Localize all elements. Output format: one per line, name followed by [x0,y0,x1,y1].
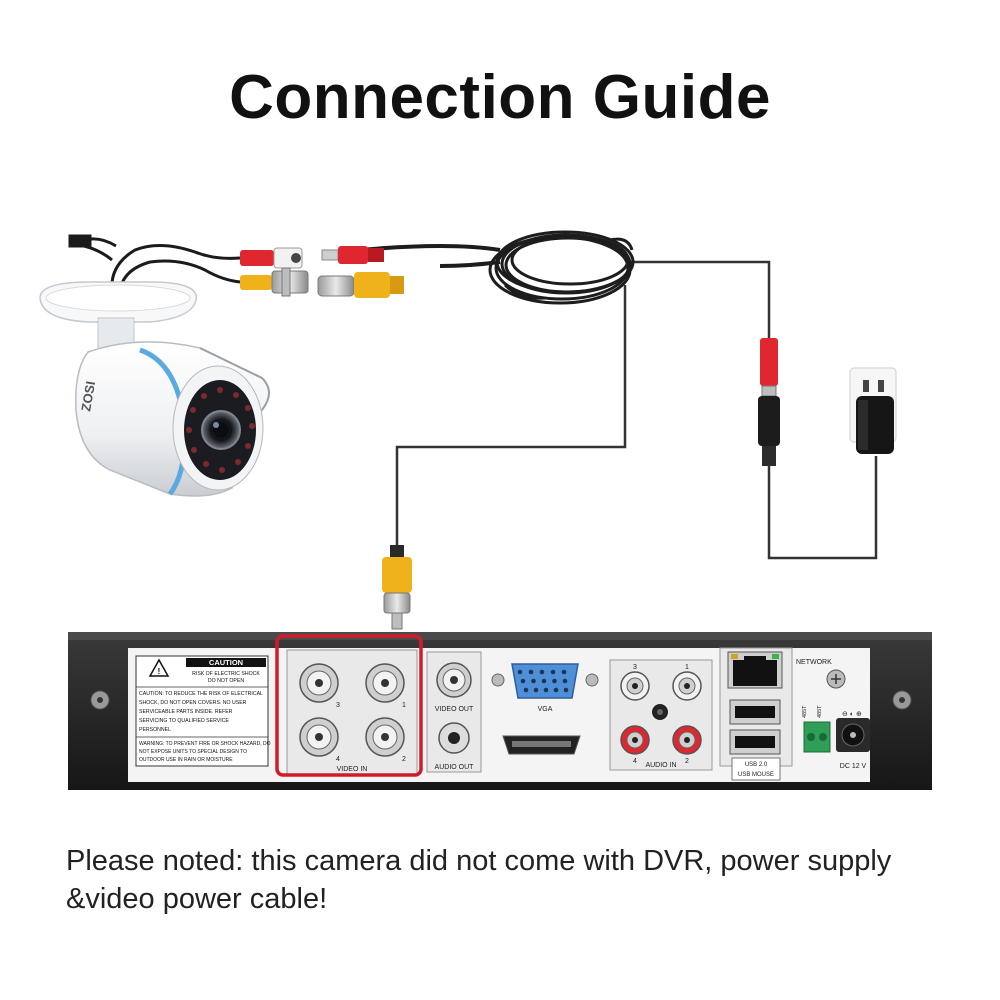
usb-port-1 [729,699,781,725]
video-in-number: 1 [402,702,406,709]
camera-dc-female-connector [240,247,303,269]
power-route-line [628,260,771,338]
audio-in-number: 3 [633,664,637,671]
audio-in-number: 2 [685,758,689,765]
vga-hdmi-ports: VGA [491,663,599,755]
video-audio-out-ports: VIDEO OUT AUDIO OUT [426,651,482,773]
dc-polarity-icon: ⊖ ◐ ⊕ [842,711,862,718]
usb-label-1: USB 2.0 [745,762,768,768]
video-in-bnc-2: 2 [365,717,406,763]
rs485-label-b: 485T [817,705,823,718]
rs485-label-a: 485T [802,705,808,718]
adapter-route-line [767,456,878,560]
video-in-number: 3 [336,702,340,709]
audio-in-number: 4 [633,758,637,765]
video-in-bnc-4: 4 [299,717,340,763]
page-title: Connection Guide [229,63,771,132]
ethernet-port [727,651,783,689]
bullet-camera: ZOSI [39,281,270,497]
routing-lines [395,260,878,560]
audio-in-label: AUDIO IN [645,762,676,769]
audio-in-jack-1: 1 [672,664,702,701]
caution-text-line: SERVICING TO QUALIFIED SERVICE [139,718,229,724]
audio-in-ports: 3 1 4 2 AUDIO IN [609,659,713,771]
video-in-label: VIDEO IN [337,766,368,773]
audio-in-jack-3: 3 [620,664,650,701]
camera-pigtail-cable [68,234,241,293]
camera-bnc-female-connector [240,267,309,297]
audio-in-number: 1 [685,664,689,671]
audio-out-jack [438,722,470,754]
coiled-cable [359,230,635,305]
video-route-line [395,285,627,545]
vga-label: VGA [538,706,553,713]
power-adapter [856,396,894,454]
adapter-dc-plug [758,338,780,466]
caution-text-line: CAUTION: TO REDUCE THE RISK OF ELECTRICA… [139,691,263,697]
video-in-number: 4 [336,756,340,763]
caution-subheading-1: RISK OF ELECTRIC SHOCK [192,671,260,677]
warning-text-line: WARNING: TO PREVENT FIRE OR SHOCK HAZARD… [139,741,271,747]
video-in-bnc-3: 3 [299,663,340,709]
disclaimer-note: Please noted: this camera did not come w… [66,845,892,915]
warning-exclamation-glyph: ! [158,667,161,676]
audio-in-jack-4: 4 [620,725,650,765]
audio-in-jack-2: 2 [672,725,702,765]
extension-bnc-male-connector [317,272,404,298]
video-in-ports: 3 1 4 2 VIDEO IN [275,634,423,777]
power-network-section: NETWORK 485T 485T ⊖ ◐ ⊕ DC 12 V [796,659,870,770]
caution-label: CAUTION ! RISK OF ELECTRIC SHOCK DO NOT … [135,655,271,767]
video-in-number: 2 [402,756,406,763]
caution-text-line: SHOCK, DO NOT OPEN COVERS. NO USER [139,700,247,706]
warning-triangle-icon [148,658,170,677]
warning-text-lines: WARNING: TO PREVENT FIRE OR SHOCK HAZARD… [139,741,271,763]
caution-text-line: SERVICEABLE PARTS INSIDE. REFER [139,709,233,715]
audio-out-label: AUDIO OUT [435,764,475,771]
usb-port-2 [729,729,781,755]
dvr-bnc-plug [382,545,412,630]
warning-text-line: NOT EXPOSE UNITS TO SPECIAL DESIGN TO [139,749,247,755]
caution-heading: CAUTION [209,658,243,667]
video-in-bnc-1: 1 [365,663,406,709]
caution-text-lines: CAUTION: TO REDUCE THE RISK OF ELECTRICA… [139,691,263,733]
network-usb-ports: USB 2.0 USB MOUSE [719,647,793,781]
caution-text-line: PERSONNEL [139,727,171,733]
network-label: NETWORK [796,659,832,666]
camera-brand-label: ZOSI [78,380,98,412]
dc-label: DC 12 V [840,763,867,770]
video-out-label: VIDEO OUT [435,706,474,713]
usb-label-2: USB MOUSE [738,772,774,778]
video-out-bnc [436,662,472,698]
warning-text-line: OUTDOOR USE IN RAIN OR MOISTURE [139,757,233,763]
caution-subheading-2: DO NOT OPEN [208,678,244,684]
video-in-highlight-box [275,634,423,777]
extension-dc-male-connector [321,246,384,264]
